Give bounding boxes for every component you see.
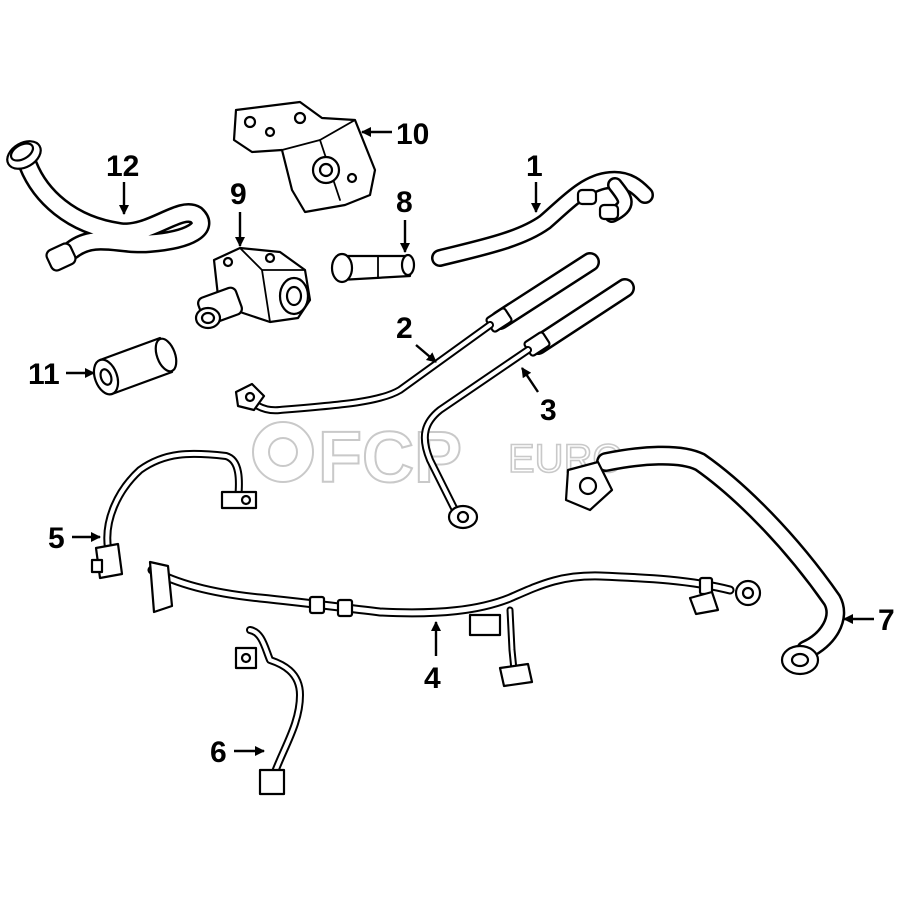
callout-10: 10 (361, 118, 429, 151)
callout-9-label: 9 (230, 178, 247, 211)
part-5-line (90, 449, 258, 580)
callout-1-label: 1 (526, 150, 543, 183)
callout-2-label: 2 (396, 312, 413, 345)
part-7-line (564, 445, 846, 676)
callout-5: 5 (48, 522, 101, 555)
watermark-emblem (252, 421, 314, 483)
part-4-line (147, 560, 762, 688)
part-6-line (234, 626, 304, 796)
callout-6-label: 6 (210, 736, 227, 769)
part-1-hose (431, 170, 654, 267)
callout-5-label: 5 (48, 522, 65, 555)
callout-12: 12 (106, 150, 139, 215)
callout-12-label: 12 (106, 150, 139, 183)
part-12-hose (6, 140, 211, 272)
callout-1: 1 (526, 150, 543, 213)
part-9-pump (194, 246, 312, 330)
part-10-bracket (232, 100, 377, 214)
callout-4: 4 (424, 621, 441, 695)
callout-3: 3 (521, 367, 557, 427)
callout-4-label: 4 (424, 662, 441, 695)
callout-6: 6 (210, 736, 265, 769)
callout-9: 9 (230, 178, 247, 247)
callout-3-label: 3 (540, 394, 557, 427)
callout-8: 8 (396, 186, 413, 253)
part-11-sleeve (92, 336, 178, 396)
callout-11: 11 (28, 358, 95, 391)
callout-11-label: 11 (28, 358, 60, 391)
part-8-sleeve (330, 252, 416, 284)
part-3-line (420, 278, 635, 530)
callout-7-label: 7 (878, 604, 895, 637)
callout-10-label: 10 (396, 118, 429, 151)
callout-2: 2 (396, 312, 437, 363)
callout-7: 7 (843, 604, 895, 637)
part-2-line (234, 252, 600, 415)
callout-8-label: 8 (396, 186, 413, 219)
